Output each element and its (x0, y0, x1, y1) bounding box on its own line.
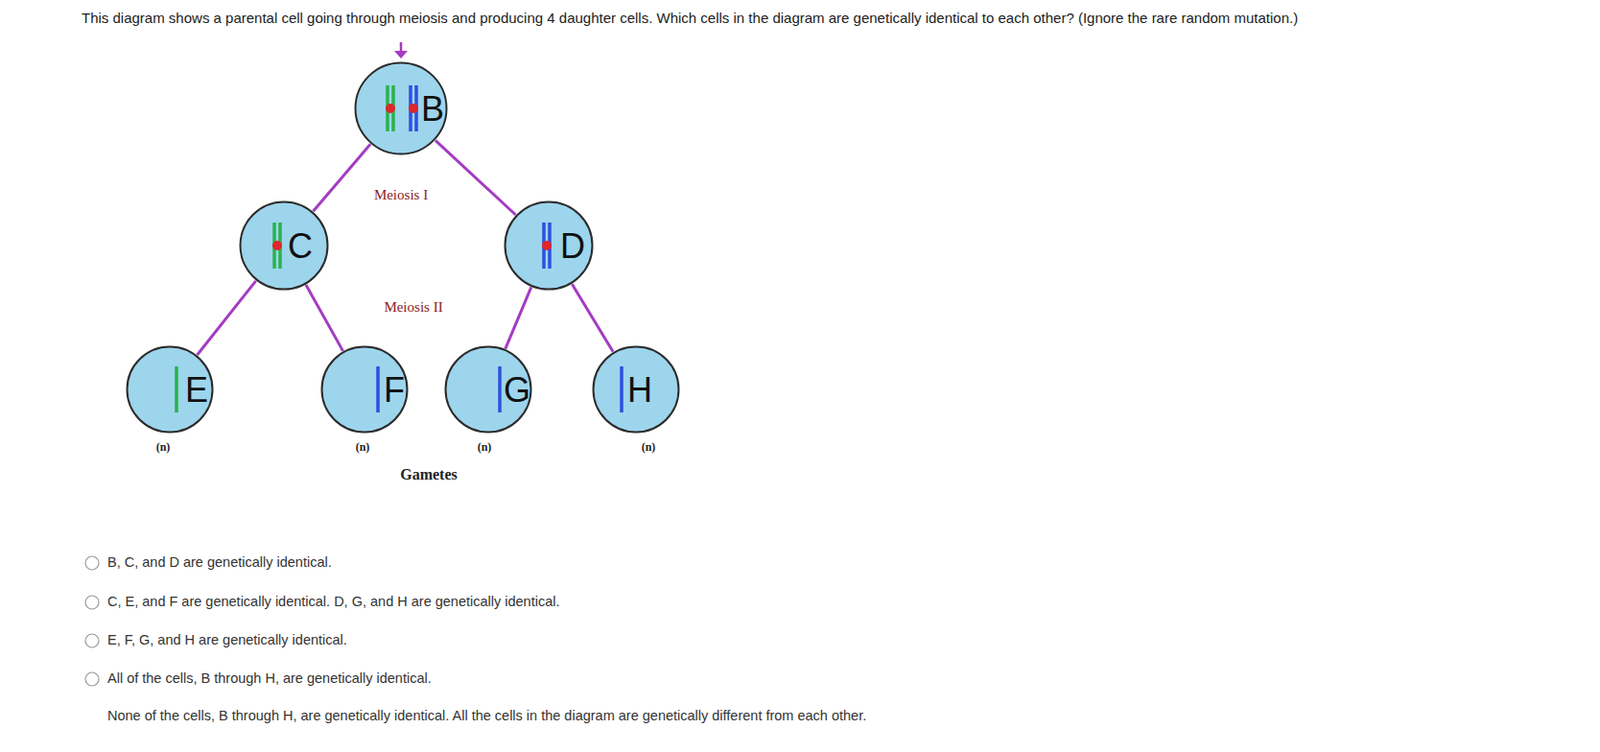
answer-option: E, F, G, and H are genetically identical… (107, 632, 348, 649)
radio-button (85, 556, 99, 570)
cell-body (593, 347, 680, 433)
cell-letter: B (421, 92, 445, 127)
ploidy-label: (n) (355, 440, 371, 454)
cell-outline (238, 200, 330, 291)
cell-body (127, 347, 213, 433)
cell-letter: D (560, 229, 586, 264)
radio-button (85, 672, 99, 686)
centromere (408, 103, 419, 114)
cell-circle: D (503, 200, 594, 291)
cell-circle: E (125, 345, 214, 434)
cell-letter: H (627, 373, 653, 408)
centromere (541, 240, 552, 251)
stage-label: Meiosis I (371, 186, 431, 204)
cell-circle: H (591, 345, 681, 434)
entry-arrowhead (394, 50, 408, 59)
division-line (505, 286, 532, 349)
cell-body (505, 202, 593, 290)
cell-letter: E (185, 373, 209, 408)
centromere (272, 240, 283, 251)
division-line (571, 283, 613, 352)
cell-circle: B (353, 61, 448, 156)
ploidy-label: (n) (641, 440, 657, 454)
centromere (385, 103, 396, 114)
division-line-stroke (571, 283, 613, 352)
cell-body (355, 63, 448, 155)
cell-circle: C (238, 200, 330, 291)
division-line-stroke (435, 140, 517, 215)
cell-body (322, 347, 408, 433)
answer-option: B, C, and D are genetically identical. (107, 554, 332, 571)
cell-body (240, 202, 329, 290)
chromatid (174, 366, 179, 413)
cell-circle: G (444, 345, 533, 434)
chromatid (619, 366, 624, 413)
radio-button (85, 634, 99, 648)
stage-label: Meiosis II (380, 298, 446, 316)
answer-option: All of the cells, B through H, are genet… (107, 670, 432, 687)
cell-letter: G (503, 373, 531, 408)
division-line (313, 143, 372, 212)
division-line-stroke (505, 286, 532, 349)
division-line-stroke (313, 143, 372, 212)
chromatid (497, 366, 502, 413)
radio-button (85, 595, 99, 610)
answer-option: None of the cells, B through H, are gene… (107, 707, 867, 725)
division-line (305, 284, 344, 352)
division-line (197, 281, 257, 355)
division-line-stroke (305, 284, 344, 352)
division-line-stroke (197, 281, 257, 355)
group-label: Gametes (400, 465, 458, 484)
cell-body (446, 347, 532, 433)
cell-letter: C (287, 229, 313, 264)
cell-letter: F (383, 373, 405, 408)
chromatid (376, 366, 380, 413)
answer-option: C, E, and F are genetically identical. D… (107, 593, 561, 611)
cell-circle: F (320, 345, 409, 434)
division-line (435, 140, 517, 215)
question-text: This diagram shows a parental cell going… (81, 9, 1298, 26)
ploidy-label: (n) (477, 440, 493, 454)
ploidy-label: (n) (156, 440, 171, 454)
